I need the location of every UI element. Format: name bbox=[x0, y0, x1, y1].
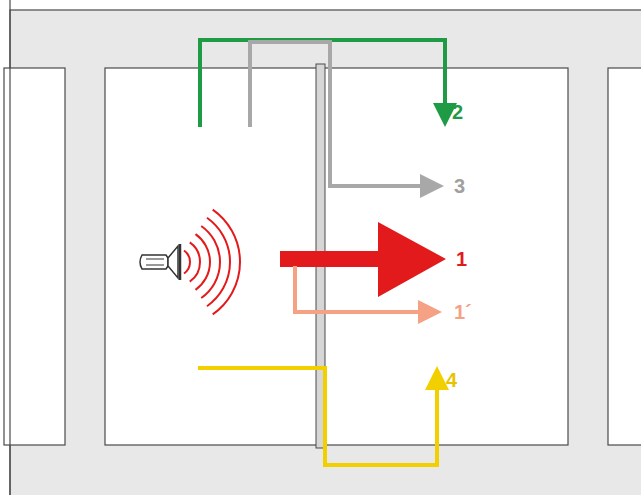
sound-wave bbox=[207, 218, 230, 306]
sound-wave bbox=[213, 210, 240, 315]
direct-path bbox=[280, 222, 446, 297]
flanking-path bbox=[200, 40, 445, 127]
slab bbox=[10, 10, 641, 495]
callout-number: 4 bbox=[446, 369, 457, 391]
callout-number: 1´ bbox=[454, 301, 472, 323]
direct-path bbox=[295, 266, 430, 312]
sound-wave bbox=[184, 251, 190, 274]
callout-number: 1 bbox=[456, 248, 467, 270]
sound-wave bbox=[196, 234, 210, 290]
flanking-path bbox=[198, 368, 437, 465]
loudspeaker bbox=[140, 244, 180, 280]
callout-number: 2 bbox=[452, 101, 463, 123]
flanking-path bbox=[250, 42, 432, 186]
sound-waves bbox=[184, 210, 240, 315]
sound-wave bbox=[190, 242, 200, 281]
room bbox=[608, 68, 641, 445]
edge-line bbox=[9, 0, 10, 495]
room bbox=[4, 68, 65, 445]
callout-number: 3 bbox=[454, 175, 465, 197]
room bbox=[105, 68, 568, 445]
sound-wave bbox=[201, 226, 220, 298]
